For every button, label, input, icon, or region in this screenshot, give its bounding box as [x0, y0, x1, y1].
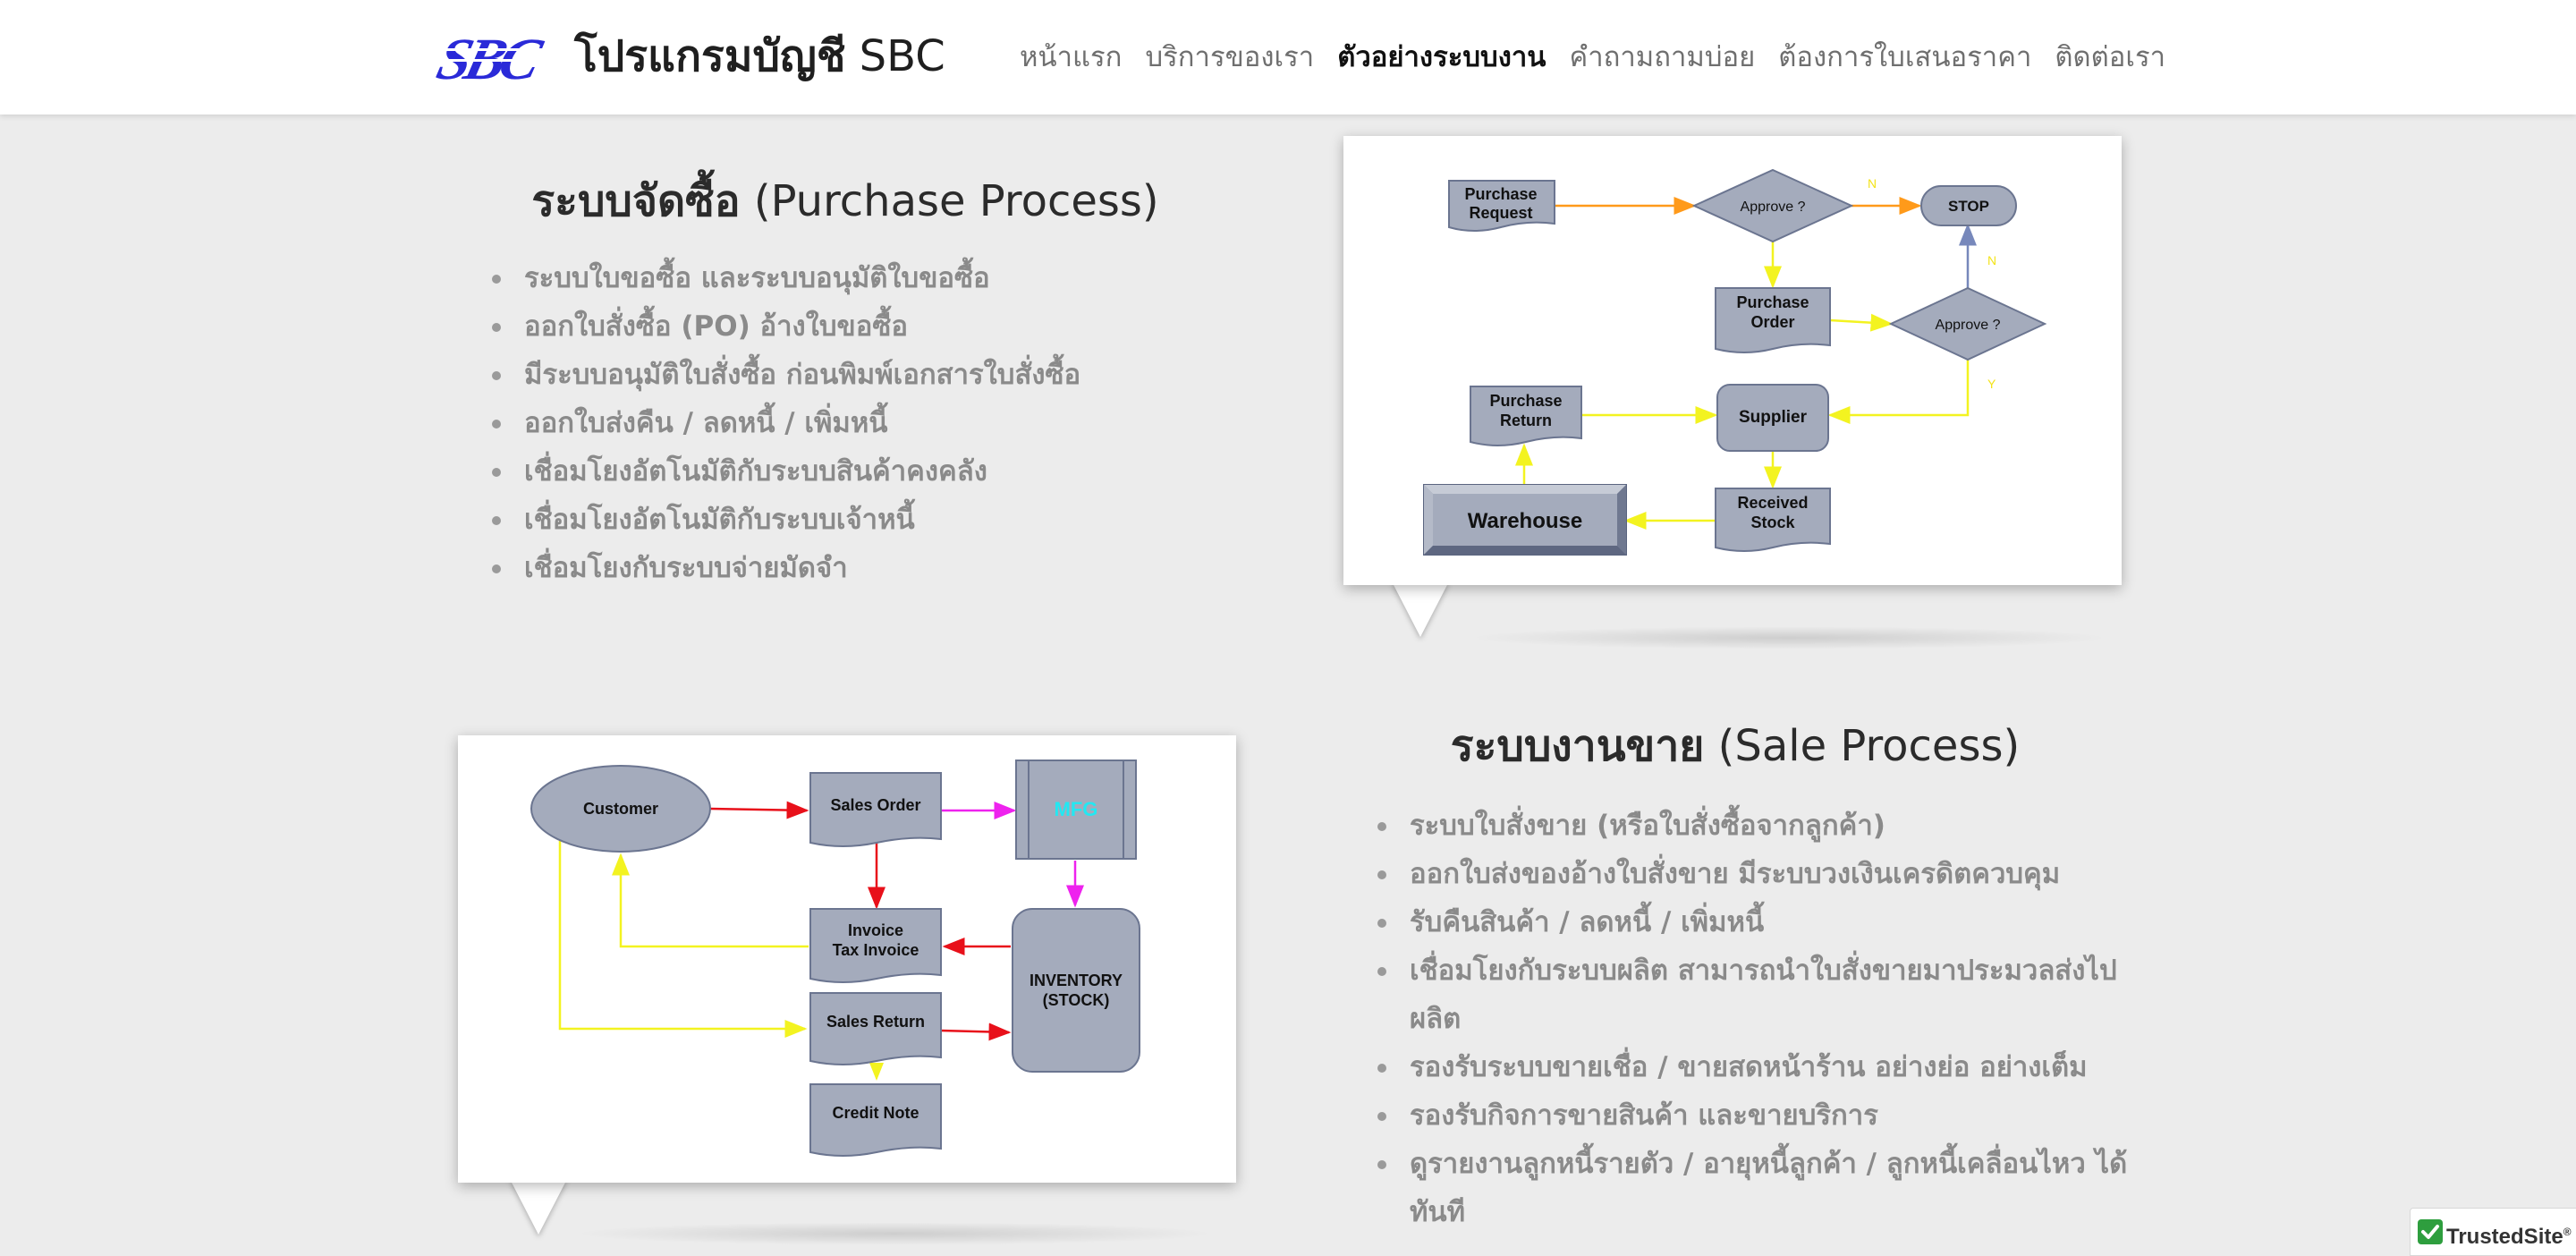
brand-name[interactable]: โปรแกรมบัญชี SBC	[574, 27, 945, 86]
list-item: เชื่อมโยงอัตโนมัติกับระบบสินค้าคงคลัง	[491, 447, 1080, 496]
list-item: รองรับระบบขายเชื่อ / ขายสดหน้าร้าน อย่าง…	[1377, 1043, 2152, 1091]
node-label: Approve ?	[1741, 199, 1806, 215]
node-label: Stock	[1750, 513, 1795, 531]
nav-contact[interactable]: ติดต่อเรา	[2055, 41, 2166, 73]
label-n: N	[1868, 176, 1877, 191]
node-label: Customer	[583, 800, 658, 818]
node-label: STOP	[1948, 198, 1989, 215]
sale-title: ระบบงานขาย (Sale Process)	[1395, 717, 2075, 775]
sale-feature-list: ระบบใบสั่งขาย (หรือใบสั่งซื้อจากลูกค้า) …	[1374, 802, 2152, 1236]
node-approve-2	[1888, 286, 2047, 361]
node-inventory	[1012, 908, 1140, 1073]
node-label: Sales Return	[826, 1013, 925, 1031]
purchase-title-th: ระบบจัดซื้อ	[531, 176, 741, 226]
list-item: ดูรายงานลูกหนี้รายตัว / อายุหนี้ลูกค้า /…	[1377, 1140, 2152, 1236]
checkmark-icon	[2418, 1219, 2443, 1244]
node-label: Invoice	[848, 921, 903, 939]
node-label: Credit Note	[832, 1104, 919, 1122]
arrow-customer-return	[558, 841, 808, 1038]
list-item: ออกใบสั่งซื้อ (PO) อ้างใบขอซื้อ	[491, 302, 1080, 351]
sale-title-th: ระบบงานขาย	[1450, 721, 1705, 771]
node-label: Received	[1737, 494, 1808, 512]
nav-home[interactable]: หน้าแรก	[1020, 41, 1123, 73]
node-mfg	[1015, 760, 1137, 860]
registered-mark: ®	[2563, 1226, 2572, 1238]
list-item: เชื่อมโยงกับระบบจ่ายมัดจำ	[491, 544, 1080, 592]
label-y: Y	[1987, 377, 1996, 391]
purchase-title: ระบบจัดซื้อ (Purchase Process)	[501, 173, 1190, 230]
list-item: รองรับกิจการขายสินค้า และขายบริการ	[1377, 1091, 2152, 1140]
logo-text: SBC	[431, 27, 549, 86]
node-supplier	[1716, 384, 1829, 452]
list-item: ออกใบส่งของอ้างใบสั่งขาย มีระบบวงเงินเคร…	[1377, 850, 2152, 898]
node-approve-1	[1691, 168, 1854, 243]
list-item: เชื่อมโยงกับระบบผลิต สามารถนำใบสั่งขายมา…	[1377, 946, 2152, 1043]
sbc-logo[interactable]: SBC	[429, 27, 564, 86]
node-label: (STOCK)	[1043, 991, 1110, 1009]
node-purchase-order	[1715, 287, 1831, 353]
label-n: N	[1987, 253, 1996, 267]
list-item: เชื่อมโยงอัตโนมัติกับระบบเจ้าหนี้	[491, 496, 1080, 544]
node-received-stock	[1715, 488, 1831, 552]
arrow-invoice-customer	[612, 853, 809, 948]
brand-thai: โปรแกรมบัญชี	[574, 31, 846, 81]
site-header: SBC โปรแกรมบัญชี SBC หน้าแรก บริการของเร…	[0, 0, 2576, 115]
node-label: Purchase	[1736, 293, 1809, 311]
nav-quotation[interactable]: ต้องการใบเสนอราคา	[1778, 41, 2032, 73]
node-label: Request	[1469, 204, 1532, 222]
node-label: Tax Invoice	[833, 941, 919, 959]
node-credit-note	[809, 1083, 942, 1157]
bubble-tail	[510, 1179, 567, 1235]
purchase-feature-list: ระบบใบขอซื้อ และระบบอนุมัติใบขอซื้อ ออกใ…	[488, 254, 1080, 592]
arrow-return-inventory	[940, 1023, 1012, 1041]
node-label: Order	[1750, 313, 1794, 331]
node-stop	[1920, 185, 2017, 226]
frame-shadow	[572, 1222, 1216, 1245]
node-label: Purchase	[1464, 185, 1537, 203]
node-label: INVENTORY	[1030, 972, 1123, 989]
node-label: Approve ?	[1936, 318, 2001, 333]
node-purchase-request	[1448, 180, 1555, 232]
list-item: ระบบใบสั่งขาย (หรือใบสั่งซื้อจากลูกค้า)	[1377, 802, 2152, 850]
nav-examples[interactable]: ตัวอย่างระบบงาน	[1337, 41, 1546, 73]
list-item: มีระบบอนุมัติใบสั่งซื้อ ก่อนพิมพ์เอกสารใ…	[491, 351, 1080, 399]
node-sales-return	[809, 992, 942, 1065]
node-label: Purchase	[1489, 392, 1562, 410]
sale-title-en: (Sale Process)	[1717, 721, 2021, 771]
trustedsite-badge[interactable]: TrustedSite®	[2410, 1208, 2576, 1256]
sale-flowchart: Customer Sales Order MFG Invoice Tax Inv…	[458, 735, 1236, 1183]
node-customer	[530, 765, 711, 853]
purchase-flowchart: N N Y Purchase Request Approve ? STOP Pu…	[1343, 136, 2122, 585]
node-sales-order	[809, 772, 942, 847]
node-label: Return	[1500, 412, 1552, 429]
arrow-customer-order	[709, 801, 809, 819]
node-invoice	[809, 908, 942, 983]
list-item: ระบบใบขอซื้อ และระบบอนุมัติใบขอซื้อ	[491, 254, 1080, 302]
arrow-approve-supplier	[1827, 360, 1970, 424]
purchase-title-en: (Purchase Process)	[753, 176, 1159, 226]
list-item: รับคืนสินค้า / ลดหนี้ / เพิ่มหนี้	[1377, 898, 2152, 946]
node-label: Sales Order	[830, 796, 920, 814]
nav-faq[interactable]: คำถามถามบ่อย	[1569, 41, 1756, 73]
node-label: Warehouse	[1468, 509, 1582, 533]
sale-flow-svg: Customer Sales Order MFG Invoice Tax Inv…	[530, 760, 1140, 1157]
node-purchase-return	[1470, 386, 1582, 446]
node-label: Supplier	[1739, 408, 1808, 427]
nav-services[interactable]: บริการของเรา	[1145, 41, 1315, 73]
trustedsite-label: TrustedSite®	[2446, 1218, 2572, 1252]
list-item: ออกใบส่งคืน / ลดหนี้ / เพิ่มหนี้	[491, 399, 1080, 447]
bubble-tail	[1392, 581, 1449, 637]
trustedsite-text: TrustedSite	[2446, 1225, 2563, 1249]
arrow-order-approve	[1829, 313, 1894, 332]
purchase-flow-svg: N N Y Purchase Request Approve ? STOP Pu…	[1423, 168, 2047, 556]
frame-shadow	[1467, 626, 2111, 649]
brand-en: SBC	[859, 31, 945, 81]
main-nav: หน้าแรก บริการของเรา ตัวอย่างระบบงาน คำถ…	[1020, 34, 2165, 81]
node-label: MFG	[1055, 798, 1098, 820]
